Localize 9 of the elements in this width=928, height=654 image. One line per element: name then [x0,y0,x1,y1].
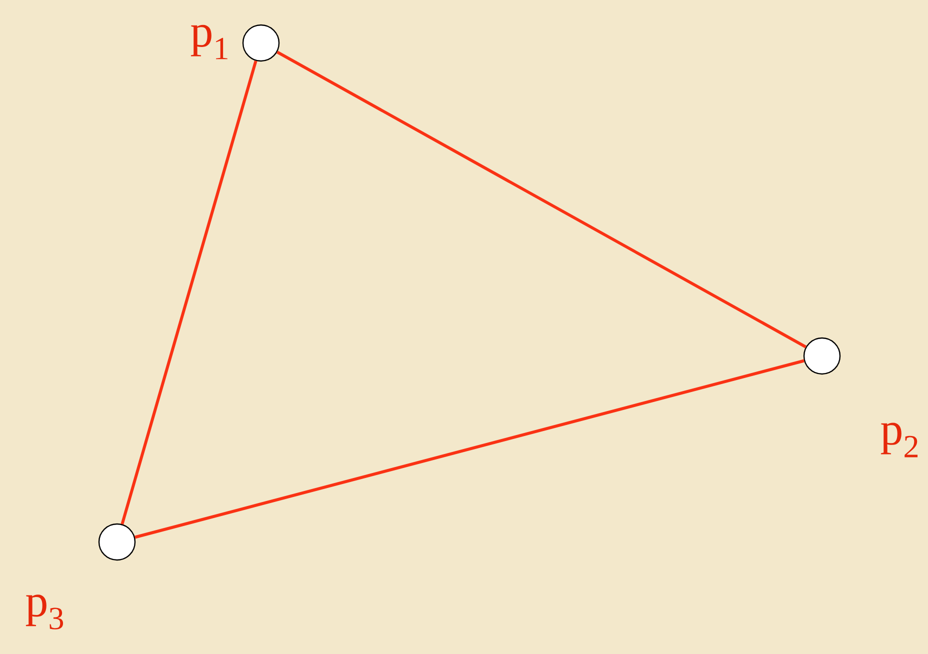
point-circle [803,337,841,375]
line [134,359,804,539]
line [120,60,258,525]
point-label: p$_{2}$ [880,422,918,458]
point-label: p$_{3}$ [26,594,64,630]
line [276,50,806,348]
point-circle [242,24,280,62]
point-label: p$_{1}$ [190,24,228,60]
point-circle [98,523,136,561]
